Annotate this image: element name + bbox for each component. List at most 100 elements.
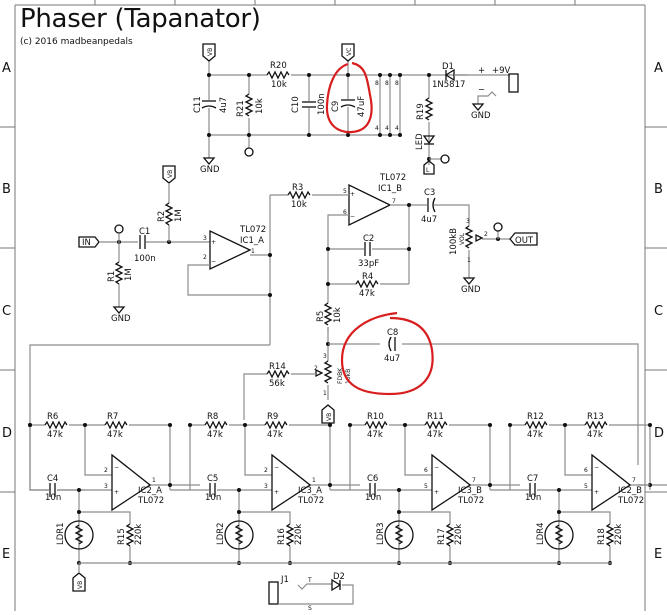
opamp-ic1a: + − 3 2 1 TL072 IC1_A (203, 225, 266, 271)
ldr-photoresistor: LDR3 (376, 520, 414, 550)
svg-text:C2: C2 (363, 234, 374, 244)
component-label: IC2_B (618, 486, 642, 496)
svg-text:+: + (434, 489, 439, 496)
svg-text:+: + (114, 489, 119, 496)
resistor-value: 47k (207, 430, 223, 440)
svg-text:8: 8 (385, 80, 389, 87)
component-label: TL072 (297, 496, 324, 506)
svg-text:IC1_A: IC1_A (240, 236, 264, 246)
testpoint-icon (244, 147, 254, 157)
component-label: 3 (104, 483, 108, 490)
svg-text:VB: VB (207, 48, 214, 56)
svg-text:3: 3 (323, 353, 327, 360)
svg-text:1M: 1M (174, 209, 184, 222)
potentiometer-vol[interactable]: 3 2 1 100kB VOL (449, 218, 488, 264)
resistor-value: 47k (267, 430, 283, 440)
component-label: TL072 (137, 496, 164, 506)
svg-text:100n: 100n (317, 93, 327, 115)
resistor-r4: R4 47k (355, 272, 380, 299)
component-label: 220k (134, 524, 144, 545)
resistor-r20: R20 10k (266, 61, 291, 90)
svg-text:TL072: TL072 (379, 173, 406, 183)
svg-text:1: 1 (323, 390, 327, 397)
row-label: D (654, 426, 664, 441)
potentiometer-fdbk[interactable]: 3 2 1 FDBK 10kB (314, 353, 352, 397)
svg-text:7: 7 (392, 198, 396, 205)
capacitor-c2: C2 33pF (358, 234, 379, 269)
svg-text:1N5817: 1N5817 (432, 80, 465, 90)
svg-text:+: + (211, 239, 216, 246)
svg-text:VOL: VOL (459, 232, 466, 245)
resistor-ref: R8 (207, 412, 218, 422)
resistor-r1: R1 1M (107, 261, 134, 285)
svg-text:47uF: 47uF (357, 96, 367, 117)
resistor-r5: R5 10k (316, 302, 343, 327)
output-stage: + − 5 6 7 TL072 IC1_B C2 33pF R4 47k (326, 173, 538, 330)
component-label: 7 (632, 477, 636, 484)
resistor-value: 47k (527, 430, 543, 440)
testpoint-icon (114, 224, 124, 234)
svg-text:4u7: 4u7 (421, 215, 437, 225)
svg-text:GND: GND (461, 285, 481, 295)
component-label: 1 (152, 477, 156, 484)
svg-text:C9: C9 (331, 101, 341, 112)
svg-text:R2: R2 (157, 211, 167, 222)
component-label: R16 (277, 528, 287, 545)
component-label: R18 (597, 528, 607, 545)
out-net-flag: OUT (509, 232, 538, 246)
component-label: 2 (264, 467, 268, 474)
capacitor-c11: C11 4u7 (193, 96, 229, 113)
resistor-value: 47k (587, 430, 603, 440)
svg-text:−: − (350, 213, 355, 220)
resistor-value: 47k (47, 430, 63, 440)
svg-text:4: 4 (385, 125, 389, 132)
svg-text:R14: R14 (269, 362, 286, 372)
svg-text:D2: D2 (333, 572, 345, 582)
svg-text:10k: 10k (271, 80, 287, 90)
svg-text:GND: GND (111, 314, 131, 324)
svg-text:TL072: TL072 (239, 225, 266, 235)
resistor-r13: R13 47k (584, 412, 609, 440)
svg-text:1: 1 (467, 257, 471, 264)
svg-text:R19: R19 (416, 103, 426, 120)
row-label: C (2, 304, 11, 319)
svg-text:+: + (478, 66, 485, 76)
ldr-photoresistor: LDR4 (536, 520, 574, 550)
component-label: 2 (104, 467, 108, 474)
resistor-value: 47k (367, 430, 383, 440)
page-title: Phaser (Tapanator) (20, 4, 261, 34)
svg-text:R4: R4 (362, 272, 373, 282)
svg-text:VB: VB (77, 581, 84, 589)
vb-net-flag: VB (202, 43, 216, 62)
resistor-ref: R9 (267, 412, 278, 422)
component-label: 6 (584, 467, 588, 474)
ldr-photoresistor: LDR2 (216, 520, 254, 550)
svg-text:T: T (307, 577, 312, 584)
resistor-r9: R9 47k (264, 412, 289, 440)
svg-text:56k: 56k (269, 379, 285, 389)
svg-text:2: 2 (314, 365, 318, 372)
component-label: IC3_B (458, 486, 482, 496)
svg-text:J1: J1 (280, 575, 289, 585)
component-label: TL072 (617, 496, 644, 506)
svg-text:IC1_B: IC1_B (378, 184, 402, 194)
svg-text:8: 8 (375, 80, 379, 87)
svg-text:5: 5 (343, 188, 347, 195)
svg-text:OUT: OUT (515, 236, 534, 246)
row-label: E (2, 547, 10, 562)
resistor-ref: R13 (587, 412, 604, 422)
svg-text:GND: GND (471, 111, 491, 121)
component-label: 7 (472, 477, 476, 484)
svg-text:C8: C8 (387, 328, 398, 338)
component-label: IC3_A (298, 486, 322, 496)
svg-text:−: − (114, 464, 119, 471)
svg-text:1M: 1M (124, 268, 134, 281)
resistor-value: 47k (427, 430, 443, 440)
